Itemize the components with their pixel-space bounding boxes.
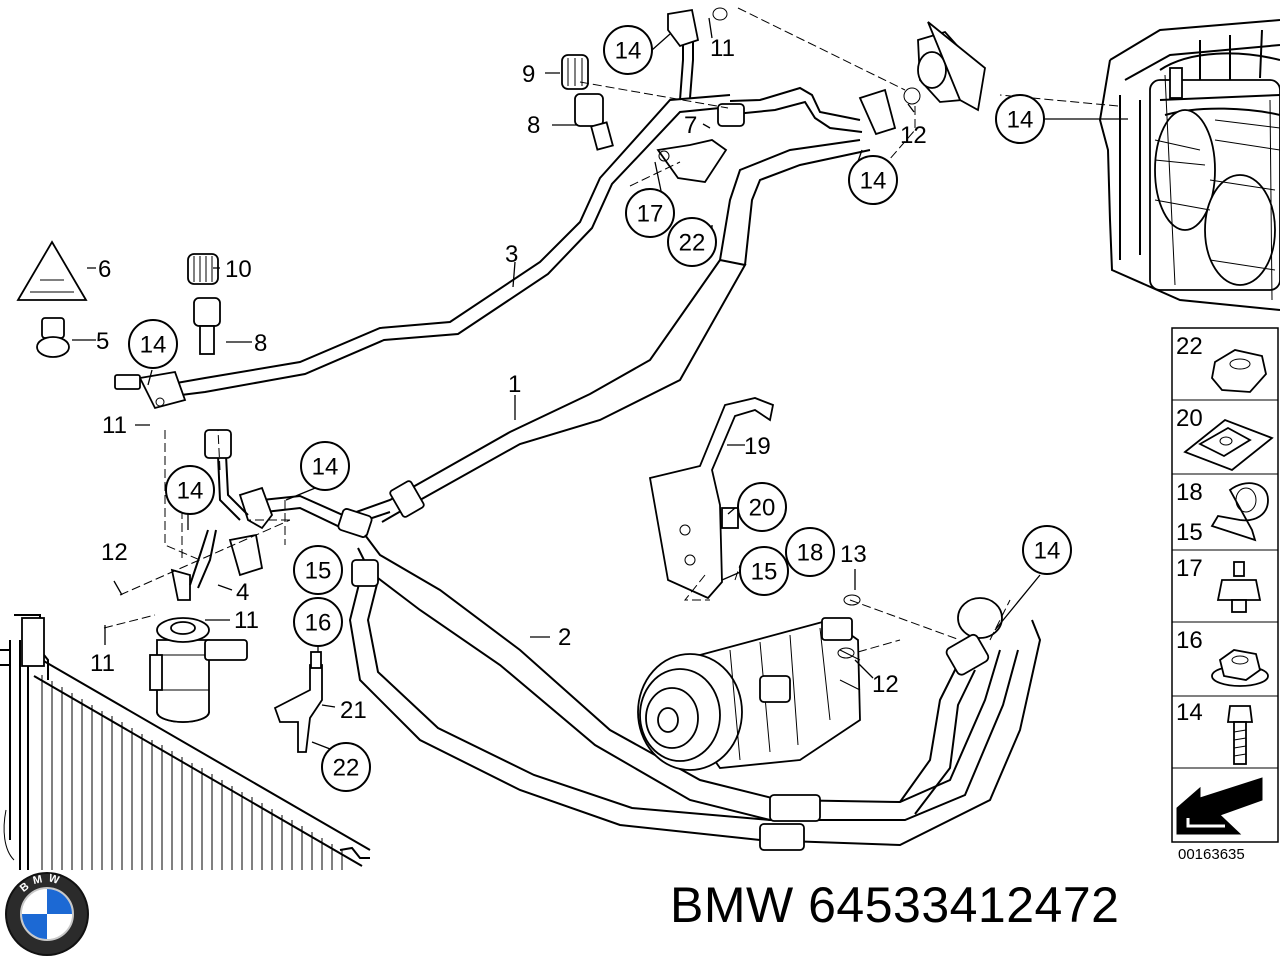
callout-14-top: 14 bbox=[615, 38, 642, 65]
legend-num-15: 15 bbox=[1176, 519, 1203, 546]
legend-num-14: 14 bbox=[1176, 699, 1203, 726]
label-11-low: 11 bbox=[234, 607, 259, 634]
callout-16: 16 bbox=[305, 610, 332, 637]
legend-num-22: 22 bbox=[1176, 333, 1203, 360]
receiver-drier bbox=[149, 529, 248, 723]
pipe-3-suction-line bbox=[164, 18, 863, 398]
pressure-sensor-5 bbox=[36, 317, 70, 358]
callout-14-lmid: 14 bbox=[312, 454, 339, 481]
warning-label-6 bbox=[16, 240, 88, 301]
hose-muffler bbox=[945, 597, 1003, 676]
fitting-7 bbox=[656, 103, 745, 183]
label-3: 3 bbox=[505, 241, 518, 268]
pipe-1-pressure-line bbox=[261, 139, 871, 538]
bracket-19 bbox=[648, 397, 775, 600]
callout-17: 17 bbox=[637, 201, 664, 228]
label-2: 2 bbox=[558, 624, 571, 651]
label-11-low2: 11 bbox=[90, 650, 115, 677]
bracket-21 bbox=[273, 651, 323, 753]
callout-14-lmid2: 14 bbox=[177, 478, 204, 505]
callout-18: 18 bbox=[797, 540, 824, 567]
pipe-2-hoses-to-compressor bbox=[348, 534, 1042, 851]
callout-14-right: 14 bbox=[1007, 107, 1034, 134]
parts-legend: 22 20 18 15 17 16 14 bbox=[1171, 327, 1279, 843]
valve-cap-9 bbox=[561, 54, 589, 90]
pressure-fittings-left bbox=[114, 370, 274, 577]
callout-14-br: 14 bbox=[1034, 538, 1061, 565]
part-number-caption: BMW 64533412472 bbox=[670, 877, 1120, 933]
service-valve-8-left bbox=[193, 297, 221, 355]
label-5: 5 bbox=[96, 328, 109, 355]
label-1: 1 bbox=[508, 371, 521, 398]
label-4: 4 bbox=[236, 579, 249, 606]
bmw-logo: BMW bbox=[5, 872, 89, 956]
clip-nut-icon bbox=[1183, 418, 1274, 472]
callout-22-mid: 22 bbox=[679, 230, 706, 257]
top-connectors bbox=[667, 7, 986, 136]
callout-14-mid: 14 bbox=[860, 168, 887, 195]
label-10: 10 bbox=[225, 256, 252, 283]
label-11-left: 11 bbox=[102, 412, 127, 439]
label-12-left: 12 bbox=[101, 539, 128, 566]
legend-num-16: 16 bbox=[1176, 627, 1203, 654]
callout-labels: 14 11 9 8 7 12 14 14 17 22 6 10 5 8 14 3… bbox=[90, 25, 1072, 792]
label-12-low: 12 bbox=[872, 671, 899, 698]
service-valve-8-top bbox=[574, 93, 614, 151]
condenser bbox=[0, 614, 371, 870]
callout-15-b: 15 bbox=[751, 559, 778, 586]
document-number: 00163635 bbox=[1178, 846, 1245, 863]
legend-num-18: 18 bbox=[1176, 479, 1203, 506]
hex-nut-icon bbox=[1211, 349, 1267, 393]
hvac-evaporator-housing bbox=[1098, 19, 1280, 311]
bolt-icon bbox=[1226, 705, 1254, 765]
callout-15-a: 15 bbox=[305, 558, 332, 585]
label-12-top: 12 bbox=[900, 122, 927, 149]
label-9: 9 bbox=[522, 61, 535, 88]
label-8-top: 8 bbox=[527, 112, 540, 139]
callout-14-left: 14 bbox=[140, 332, 167, 359]
label-19: 19 bbox=[744, 433, 771, 460]
legend-num-17: 17 bbox=[1176, 555, 1203, 582]
callout-22-low: 22 bbox=[333, 755, 360, 782]
direction-arrow-icon bbox=[1176, 777, 1263, 835]
label-11-top: 11 bbox=[710, 35, 735, 62]
valve-cap-10 bbox=[187, 253, 219, 285]
flange-nut-icon bbox=[1211, 649, 1269, 687]
label-6: 6 bbox=[98, 256, 111, 283]
pipe-clamp-icon bbox=[1210, 482, 1269, 542]
rubber-mount-icon bbox=[1216, 561, 1262, 613]
label-13: 13 bbox=[840, 541, 867, 568]
label-7: 7 bbox=[684, 112, 697, 139]
ac-compressor bbox=[637, 594, 861, 771]
label-8-left: 8 bbox=[254, 330, 267, 357]
legend-num-20: 20 bbox=[1176, 405, 1203, 432]
callout-20: 20 bbox=[749, 495, 776, 522]
label-21: 21 bbox=[340, 697, 367, 724]
